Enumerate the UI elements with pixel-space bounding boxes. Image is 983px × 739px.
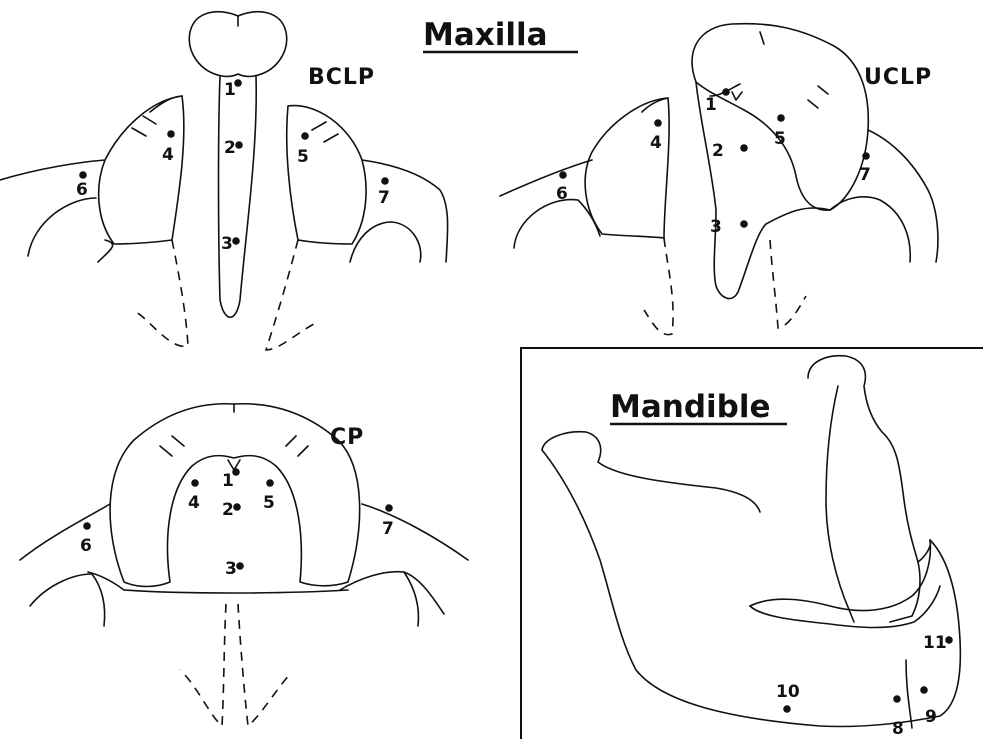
- mandible-point-9: 9: [925, 707, 937, 727]
- uclp-point-1: 1: [705, 95, 717, 115]
- mandible-body: [542, 450, 960, 727]
- mandible-panel: Mandible 8 9 10 11: [521, 348, 983, 739]
- cp-drawing: 1 2 3 4 5 6 7 CP: [20, 404, 468, 726]
- uclp-drawing: 1 2 3 4 5 6 7 UCLP: [500, 24, 938, 335]
- mandible-point-11: 11: [923, 633, 947, 653]
- bclp-point-1: 1: [224, 80, 236, 100]
- cp-point-7: 7: [382, 519, 394, 539]
- bclp-drawing: 1 2 3 4 5 6 7 BCLP: [0, 12, 448, 350]
- bclp-point-3: 3: [221, 234, 233, 254]
- bclp-point-7: 7: [378, 188, 390, 208]
- maxilla-title: Maxilla: [423, 17, 548, 53]
- uclp-minor-segment: [585, 98, 669, 238]
- uclp-point-2: 2: [712, 141, 724, 161]
- mandible-point-8: 8: [892, 719, 904, 739]
- cp-point-3: 3: [225, 559, 237, 579]
- cp-point-1: 1: [222, 471, 234, 491]
- cp-point-2: 2: [222, 500, 234, 520]
- bclp-left-segment: [99, 96, 184, 244]
- bclp-point-6: 6: [76, 180, 88, 200]
- bclp-point-2: 2: [224, 138, 236, 158]
- cp-label: CP: [330, 425, 364, 450]
- bclp-point-4: 4: [162, 145, 174, 165]
- uclp-point-5: 5: [774, 129, 786, 149]
- cp-point-6: 6: [80, 536, 92, 556]
- bclp-point-5: 5: [297, 147, 309, 167]
- uclp-point-4: 4: [650, 133, 662, 153]
- bclp-right-segment: [287, 106, 366, 244]
- uclp-point-7: 7: [859, 165, 871, 185]
- mandible-title: Mandible: [610, 389, 771, 425]
- uclp-point-6: 6: [556, 184, 568, 204]
- mandible-alveolar-ridge: [750, 540, 930, 611]
- cp-point-5: 5: [263, 493, 275, 513]
- bclp-label: BCLP: [308, 65, 375, 90]
- cp-point-4: 4: [188, 493, 200, 513]
- mandible-coronoid: [808, 356, 920, 622]
- bclp-vomer: [219, 76, 257, 317]
- uclp-point-3: 3: [710, 217, 722, 237]
- uclp-label: UCLP: [864, 65, 932, 90]
- mandible-point-10: 10: [776, 682, 800, 702]
